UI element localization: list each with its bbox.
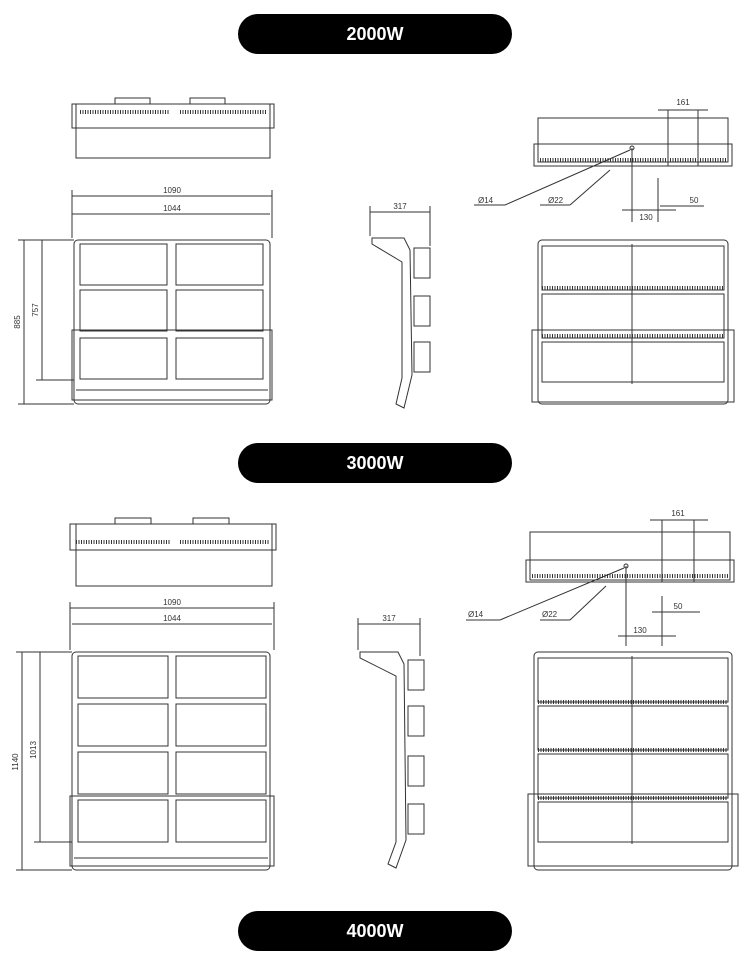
dim-inner-height-3000w: 1013 — [29, 741, 38, 759]
dim-inner-width-2000w: 1044 — [163, 204, 181, 213]
dim-inner-height-2000w: 757 — [31, 303, 40, 317]
dim-overall-height-2000w: 885 — [13, 315, 22, 329]
dim-depth-2000w: 317 — [393, 202, 407, 211]
dim-overall-width-2000w: 1090 — [163, 186, 181, 195]
dim-depth-3000w: 317 — [382, 614, 396, 623]
side-view-3000w — [357, 618, 425, 869]
dim-bottom2-3000w: 50 — [674, 602, 683, 611]
section-title-2000w: 2000W — [238, 14, 512, 54]
dim-top-3000w: 161 — [671, 509, 685, 518]
dim-bottom2-2000w: 50 — [690, 196, 699, 205]
dim-overall-height-3000w: 1140 — [11, 753, 20, 771]
dim-hole1-3000w: Ø14 — [468, 610, 484, 619]
dim-hole2-2000w: Ø22 — [548, 196, 564, 205]
dim-top-2000w: 161 — [676, 98, 690, 107]
dim-overall-width-3000w: 1090 — [163, 598, 181, 607]
back-top-view-2000w — [474, 109, 733, 222]
section-title-4000w: 4000W — [238, 911, 512, 951]
section-title-3000w: 3000W — [238, 443, 512, 483]
back-top-view-3000w — [466, 519, 735, 646]
back-view-2000w — [531, 239, 735, 405]
dim-bottom1-2000w: 130 — [639, 213, 653, 222]
dim-hole2-3000w: Ø22 — [542, 610, 558, 619]
front-view-2000w — [18, 190, 273, 405]
top-view-3000w — [69, 517, 277, 587]
side-view-2000w — [369, 206, 431, 409]
dim-hole1-2000w: Ø14 — [478, 196, 494, 205]
dim-bottom1-3000w: 130 — [633, 626, 647, 635]
dim-inner-width-3000w: 1044 — [163, 614, 181, 623]
top-view-2000w — [71, 97, 275, 159]
front-view-3000w — [16, 602, 275, 871]
back-view-3000w — [527, 651, 739, 871]
